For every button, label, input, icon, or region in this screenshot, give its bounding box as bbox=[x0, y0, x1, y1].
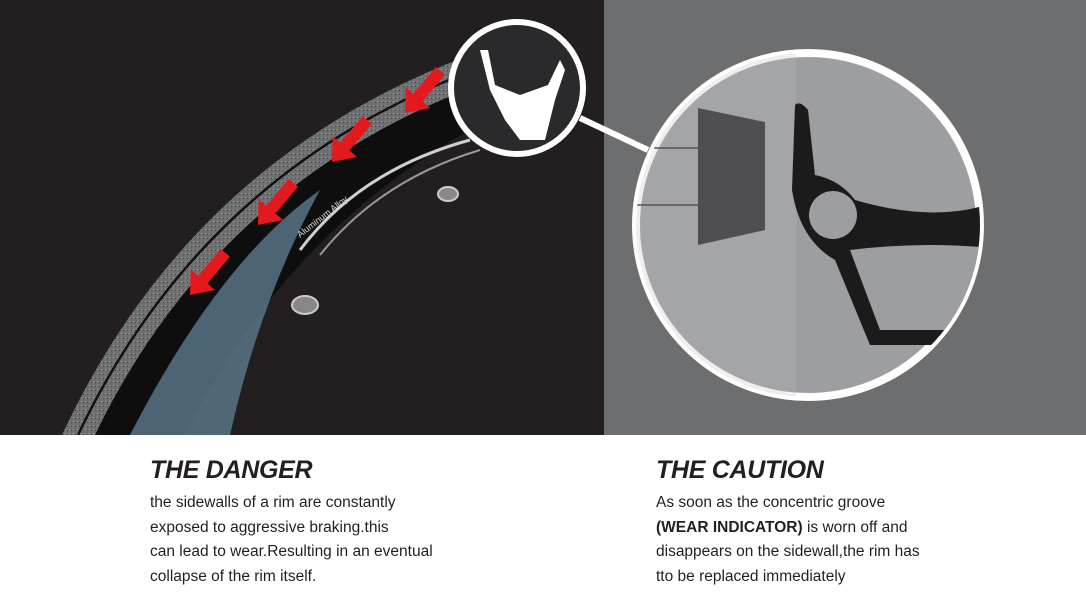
danger-line: exposed to aggressive braking.this bbox=[150, 518, 389, 536]
wear-indicator-label: (WEAR INDICATOR) bbox=[656, 518, 803, 536]
danger-line: collapse of the rim itself. bbox=[150, 567, 317, 585]
arrow-icons bbox=[190, 67, 445, 295]
rim-illustration: Aluminum Alloy bbox=[0, 0, 1086, 435]
rim-decal bbox=[130, 190, 320, 435]
caution-line: As soon as the concentric groove bbox=[656, 494, 886, 511]
rim-profile-large bbox=[792, 103, 980, 345]
rim-profile-small bbox=[480, 50, 565, 140]
caution-line: (WEAR INDICATOR) is worn off and bbox=[656, 516, 920, 541]
caution-title: THE CAUTION bbox=[656, 456, 824, 484]
brake-pad bbox=[698, 108, 765, 245]
danger-section: THE DANGER the sidewalls of a rim are co… bbox=[150, 456, 433, 589]
caution-line: tto be replaced immediately bbox=[656, 567, 846, 585]
arrow-icon bbox=[258, 179, 298, 225]
danger-line: the sidewalls of a rim are constantly bbox=[150, 494, 396, 511]
danger-line: can lead to wear.Resulting in an eventua… bbox=[150, 543, 433, 560]
caution-section: THE CAUTION As soon as the concentric gr… bbox=[656, 456, 920, 589]
danger-title: THE DANGER bbox=[150, 456, 313, 484]
wear-indicator-groove bbox=[76, 68, 475, 435]
caution-line: disappears on the sidewall,the rim has bbox=[656, 543, 920, 560]
magnifier-connector bbox=[578, 115, 650, 153]
arrow-icon bbox=[332, 116, 372, 162]
rim-swoosh bbox=[298, 138, 471, 251]
brake-track bbox=[62, 55, 478, 435]
caution-line-rest: is worn off and bbox=[802, 518, 908, 536]
arrow-icon bbox=[190, 249, 230, 295]
spoke-eyelet bbox=[437, 186, 459, 202]
rim-swoosh bbox=[319, 149, 481, 256]
arrow-icon bbox=[405, 67, 445, 113]
rim-body bbox=[62, 55, 540, 435]
spoke-eyelet bbox=[291, 295, 319, 315]
